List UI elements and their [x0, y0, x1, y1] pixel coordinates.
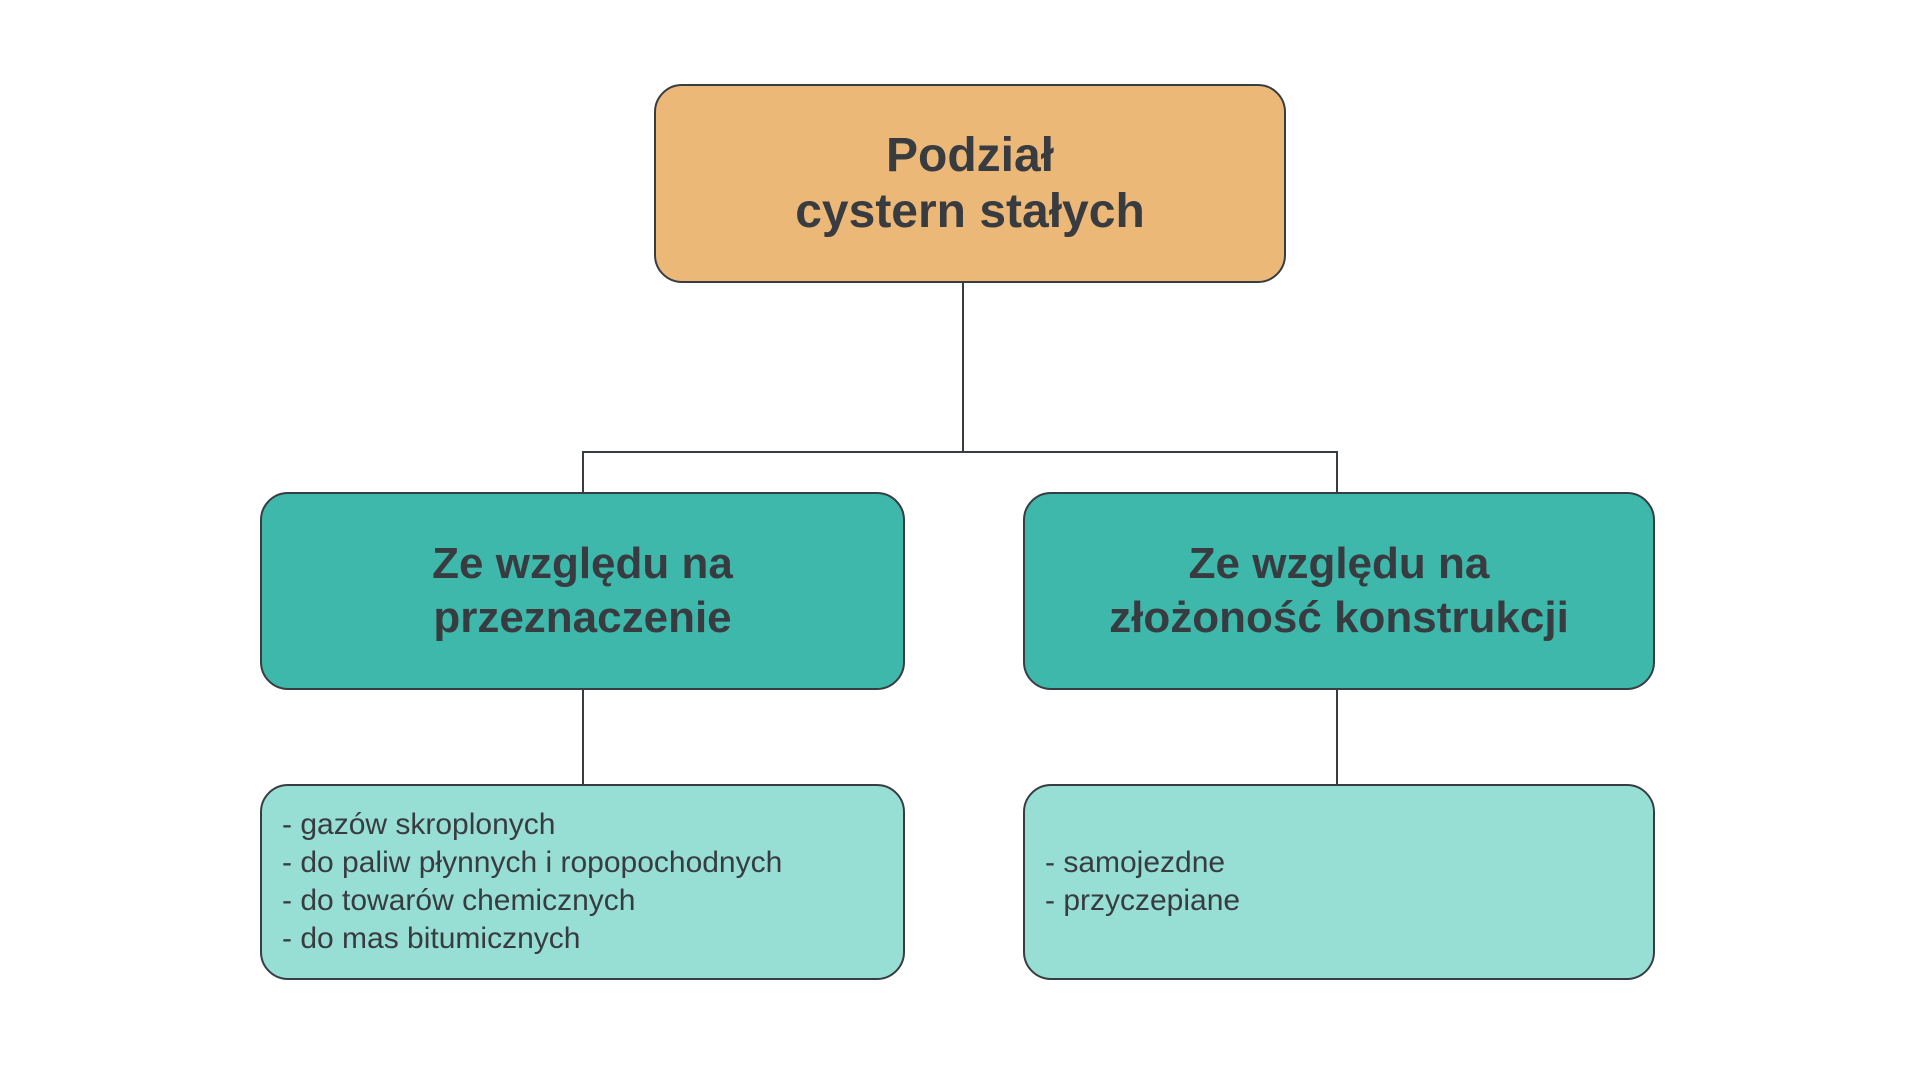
branch-node-przeznaczenie: Ze względu na przeznaczenie [260, 492, 905, 690]
leaf-node-przeznaczenie-list: - gazów skroplonych - do paliw płynnych … [260, 784, 905, 980]
branch-node-zlozonosc-konstrukcji-label: Ze względu na złożoność konstrukcji [1109, 539, 1569, 642]
list-item: - do mas bitumicznych [282, 922, 581, 955]
connector-root-vertical [962, 283, 964, 453]
root-node-label: Podział cystern stałych [795, 129, 1145, 238]
branch-node-zlozonosc-konstrukcji: Ze względu na złożoność konstrukcji [1023, 492, 1655, 690]
list-item: - do towarów chemicznych [282, 884, 636, 917]
connector-right-leaf-stub [1336, 690, 1338, 784]
konstrukcja-item-list: - samojezdne - przyczepiane [1025, 844, 1264, 920]
list-item: - samojezdne [1045, 846, 1226, 879]
branch-node-przeznaczenie-label: Ze względu na przeznaczenie [432, 539, 733, 642]
list-item: - gazów skroplonych [282, 808, 556, 841]
connector-right-branch-stub [1336, 453, 1338, 494]
connector-left-branch-stub [582, 453, 584, 494]
root-node: Podział cystern stałych [654, 84, 1286, 283]
leaf-node-konstrukcja-list: - samojezdne - przyczepiane [1023, 784, 1655, 980]
list-item: - przyczepiane [1045, 884, 1241, 917]
connector-left-leaf-stub [582, 690, 584, 784]
przeznaczenie-item-list: - gazów skroplonych - do paliw płynnych … [262, 806, 806, 958]
connector-split-horizontal [582, 451, 1338, 453]
list-item: - do paliw płynnych i ropopochodnych [282, 846, 783, 879]
